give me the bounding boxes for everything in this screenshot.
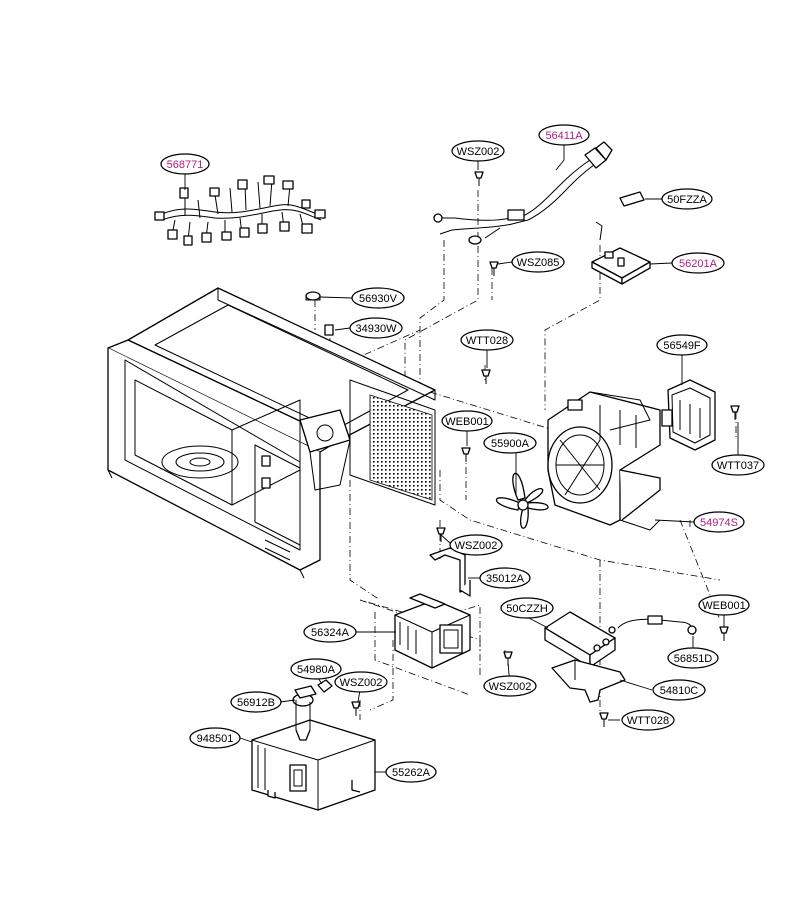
- part-label-56930V: 56930V: [351, 287, 405, 309]
- part-label-WTT028-mid: WTT028: [460, 329, 514, 351]
- svg-text:50FZZA: 50FZZA: [667, 194, 707, 206]
- part-label-55262A: 55262A: [385, 761, 437, 783]
- part-label-56201A: 56201A: [671, 252, 725, 274]
- part-label-50FZZA: 50FZZA: [661, 188, 713, 210]
- fuse-drawing: [619, 191, 645, 207]
- fan-bracket-drawing: [661, 379, 716, 451]
- svg-text:948501: 948501: [197, 733, 234, 745]
- fan-duct-drawing: [547, 391, 661, 531]
- part-label-55900A: 55900A: [483, 432, 537, 454]
- part-label-568771: 568771: [160, 153, 210, 175]
- power-cord-drawing: [433, 141, 613, 245]
- part-label-56549F: 56549F: [656, 334, 708, 356]
- magnetron-drawing: [251, 719, 376, 811]
- part-label-54810C: 54810C: [652, 679, 706, 701]
- part-label-50CZZH: 50CZZH: [500, 597, 554, 619]
- svg-text:WSZ002: WSZ002: [457, 146, 500, 158]
- part-label-56411A: 56411A: [538, 124, 590, 146]
- svg-text:54980A: 54980A: [297, 664, 336, 676]
- part-label-948501: 948501: [189, 727, 241, 749]
- part-label-56851D: 56851D: [667, 647, 719, 669]
- svg-text:54974S: 54974S: [700, 517, 738, 529]
- part-label-WEB001-right: WEB001: [698, 594, 750, 616]
- part-label-35012A: 35012A: [479, 567, 531, 589]
- part-label-WSZ002-top: WSZ002: [451, 140, 505, 162]
- small-parts-drawing: [292, 171, 740, 741]
- part-label-WTT037: WTT037: [711, 454, 765, 476]
- svg-text:55262A: 55262A: [392, 767, 431, 779]
- capacitor-bracket-drawing: [551, 659, 626, 703]
- noise-filter-drawing: [591, 221, 651, 285]
- part-label-56912B: 56912B: [230, 691, 282, 713]
- part-labels: 568771 56411A WSZ002 50FZZA 56201A WSZ08…: [160, 124, 765, 783]
- fan-blade-drawing: [495, 472, 549, 529]
- svg-text:56549F: 56549F: [663, 340, 701, 352]
- svg-text:35012A: 35012A: [486, 573, 525, 585]
- part-label-54974S: 54974S: [693, 511, 745, 533]
- cavity-assembly-drawing: [107, 287, 436, 579]
- svg-text:WTT037: WTT037: [717, 460, 759, 472]
- svg-text:WEB001: WEB001: [702, 600, 745, 612]
- svg-text:WTT028: WTT028: [466, 335, 508, 347]
- part-label-WSZ085: WSZ085: [511, 251, 565, 273]
- part-label-WTT028-low: WTT028: [621, 709, 675, 731]
- switch-drawing: [324, 324, 334, 336]
- capacitor-drawing: [544, 611, 616, 668]
- svg-text:WSZ085: WSZ085: [517, 257, 560, 269]
- svg-text:34930W: 34930W: [356, 323, 398, 335]
- thermostat-drawing: [305, 291, 321, 301]
- part-label-WSZ002-mid: WSZ002: [449, 534, 503, 556]
- svg-text:WSZ002: WSZ002: [455, 540, 498, 552]
- part-label-54980A: 54980A: [290, 658, 342, 680]
- svg-text:56201A: 56201A: [679, 258, 718, 270]
- transformer-drawing: [394, 593, 471, 669]
- svg-text:56851D: 56851D: [674, 653, 713, 665]
- svg-text:568771: 568771: [167, 159, 204, 171]
- part-label-WEB001-mid: WEB001: [441, 410, 493, 432]
- part-label-WSZ002-right: WSZ002: [483, 675, 537, 697]
- svg-text:WTT028: WTT028: [627, 715, 669, 727]
- svg-text:56930V: 56930V: [359, 293, 398, 305]
- part-label-56324A: 56324A: [303, 621, 357, 643]
- transformer-bracket-drawing: [429, 547, 471, 597]
- wire-harness-drawing: [154, 175, 326, 246]
- svg-text:54810C: 54810C: [660, 685, 699, 697]
- svg-text:56411A: 56411A: [545, 130, 583, 142]
- part-label-34930W: 34930W: [349, 317, 403, 339]
- svg-text:56912B: 56912B: [237, 697, 275, 709]
- svg-text:WEB001: WEB001: [445, 416, 488, 428]
- svg-text:56324A: 56324A: [311, 627, 350, 639]
- svg-text:55900A: 55900A: [491, 438, 530, 450]
- part-label-WSZ002-low: WSZ002: [334, 671, 388, 693]
- svg-text:50CZZH: 50CZZH: [506, 603, 548, 615]
- diode-drawing: [608, 615, 697, 636]
- svg-text:WSZ002: WSZ002: [340, 677, 383, 689]
- svg-text:WSZ002: WSZ002: [489, 681, 532, 693]
